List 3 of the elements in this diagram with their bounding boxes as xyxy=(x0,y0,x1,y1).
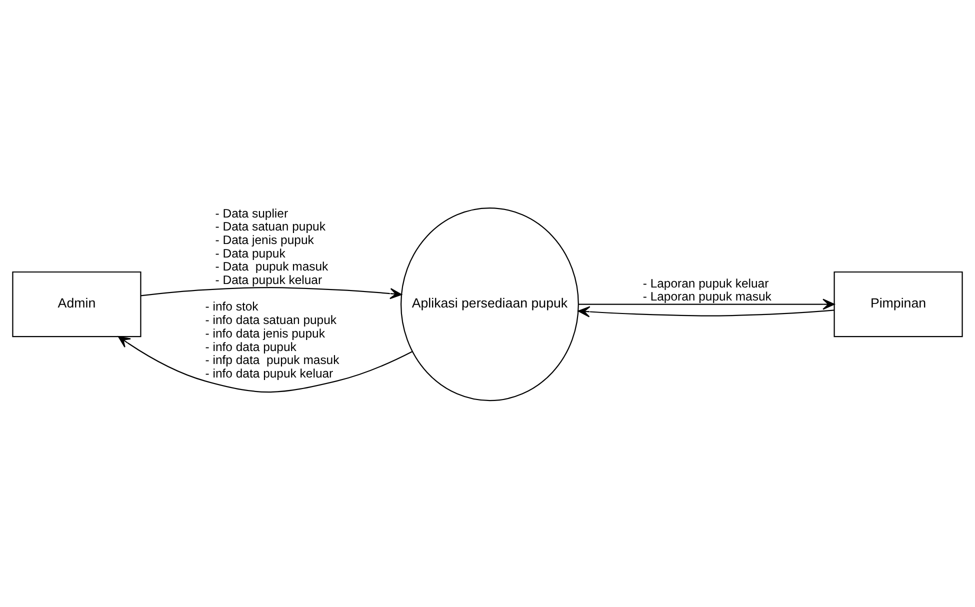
edge-label: - Data suplier - Data satuan pupuk - Data jenis pupuk - Data pupuk - Data pupuk masuk - Data pupuk keluar xyxy=(215,206,328,287)
edge-label: - info stok - info data satuan pupuk - info data jenis pupuk - info data pupuk - infp data pupuk masuk - info data pupuk keluar xyxy=(205,299,340,380)
edge-label: - Laporan pupuk keluar - Laporan pupuk masuk xyxy=(642,276,772,304)
